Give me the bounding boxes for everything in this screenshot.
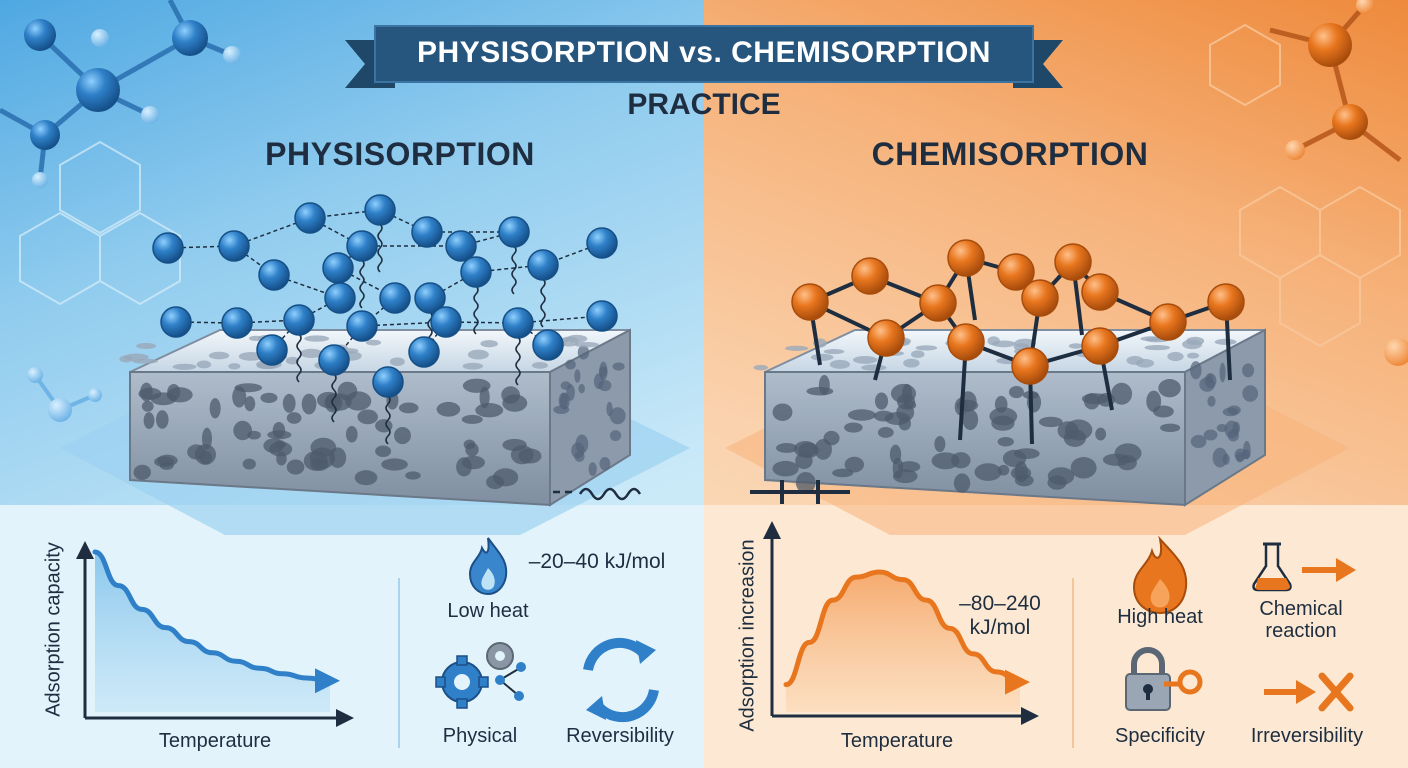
- physisorbed-atom: [283, 304, 315, 336]
- chemisorption-heading: CHEMISORPTION: [871, 136, 1149, 172]
- physisorbed-atom: [586, 300, 618, 332]
- physisorbed-atom: [256, 334, 288, 366]
- physisorbed-atom: [324, 282, 356, 314]
- chemisorbed-atom: [1081, 273, 1119, 311]
- physi-properties-divider: [398, 578, 400, 748]
- physisorbed-atom: [294, 202, 326, 234]
- physisorption-heading: PHYSISORPTION: [265, 136, 535, 172]
- bond-symbol: [750, 480, 850, 504]
- chemi-specificity-label: Specificity: [1114, 725, 1206, 747]
- chemi-chart-area: [786, 572, 1020, 712]
- physisorbed-atom: [364, 194, 396, 226]
- physisorbed-atom: [318, 344, 350, 376]
- chemisorbed-atom: [1021, 279, 1059, 317]
- physisorbed-atom: [346, 230, 378, 262]
- physisorbed-atom: [460, 256, 492, 288]
- chemi-chemical-label-line2: reaction: [1265, 620, 1337, 642]
- physisorbed-atom: [152, 232, 184, 264]
- hexagon-pattern-right: [1209, 23, 1401, 348]
- chemi-chart-line: [783, 569, 1030, 695]
- physisorbed-atom: [379, 282, 411, 314]
- chemisorbed-atom: [1149, 303, 1187, 341]
- physisorbed-atom: [160, 306, 192, 338]
- chemisorbed-atom: [851, 257, 889, 295]
- chemisorbed-atom: [947, 239, 985, 277]
- physisorbed-atom: [532, 329, 564, 361]
- chemi-x-axis-label: Temperature: [840, 730, 954, 752]
- vdw-wave-symbol: [553, 487, 642, 501]
- chemi-chemical-label-line1: Chemical: [1259, 598, 1343, 620]
- chemisorbed-atom: [997, 253, 1035, 291]
- chemi-y-axis-label: Adsorption increasion: [736, 539, 759, 732]
- chemi-energy-value-line1: –80–240: [959, 592, 1041, 615]
- page-title: PHYSISORPTION vs. CHEMISORPTION: [417, 36, 991, 69]
- physisorbed-atom: [430, 306, 462, 338]
- chemisorbed-atom: [947, 323, 985, 361]
- physisorbed-atom: [218, 230, 250, 262]
- chemi-high-heat-label: High heat: [1117, 606, 1203, 628]
- physi-physical-label: Physical: [442, 725, 518, 747]
- fire-icon: [1132, 535, 1188, 615]
- background-atoms-left: [24, 19, 241, 188]
- background-atoms-right: [1285, 0, 1408, 366]
- physi-energy-value: –20–40 kJ/mol: [528, 550, 666, 573]
- physisorbed-atom: [527, 249, 559, 281]
- arrow-cross-icon: [1264, 672, 1354, 712]
- physisorbed-atom: [372, 366, 404, 398]
- title-banner: [345, 25, 1063, 88]
- chemisorbed-atom: [867, 319, 905, 357]
- physisorbed-atom: [258, 259, 290, 291]
- gears-icon: [435, 642, 526, 709]
- physisorbed-atom: [445, 230, 477, 262]
- physisorbed-atom: [586, 227, 618, 259]
- page-subtitle: PRACTICE: [627, 88, 781, 121]
- cycle-arrows-icon: [583, 637, 659, 723]
- chemisorbed-atom: [1081, 327, 1119, 365]
- chemi-irreversibility-label: Irreversibility: [1250, 725, 1364, 747]
- physisorbed-atom: [408, 336, 440, 368]
- physisorbed-atom: [221, 307, 253, 339]
- background-molecule-left-lower: [27, 367, 102, 422]
- chemisorbed-atom: [919, 284, 957, 322]
- physi-porous-surface: [119, 328, 631, 507]
- physi-reversibility-label: Reversibility: [566, 725, 674, 747]
- hexagon-pattern-left: [19, 140, 181, 306]
- physi-chart-line: [92, 549, 340, 694]
- physisorbed-atom: [502, 307, 534, 339]
- chemisorbed-atom: [791, 283, 829, 321]
- chemi-properties-divider: [1072, 578, 1074, 748]
- physisorbed-atom: [346, 310, 378, 342]
- chemisorbed-atom: [1011, 347, 1049, 385]
- physisorbed-atom: [414, 282, 446, 314]
- chemisorbed-atom: [1054, 243, 1092, 281]
- physi-chart: [76, 541, 354, 727]
- physisorbed-atom: [322, 252, 354, 284]
- physisorbed-atom: [411, 216, 443, 248]
- physi-low-heat-label: Low heat: [447, 600, 529, 622]
- physisorbed-atom: [498, 216, 530, 248]
- chemi-chart: [763, 521, 1039, 725]
- chemi-energy-value-line2: kJ/mol: [969, 616, 1031, 639]
- flask-arrow-icon: [1252, 542, 1356, 592]
- flame-icon: [468, 537, 508, 596]
- physi-y-axis-label: Adsorption capacity: [42, 542, 65, 717]
- chemisorbed-atom: [1207, 283, 1245, 321]
- physi-chart-area: [95, 552, 330, 712]
- physi-x-axis-label: Temperature: [158, 730, 272, 752]
- lock-key-icon: [1125, 647, 1203, 711]
